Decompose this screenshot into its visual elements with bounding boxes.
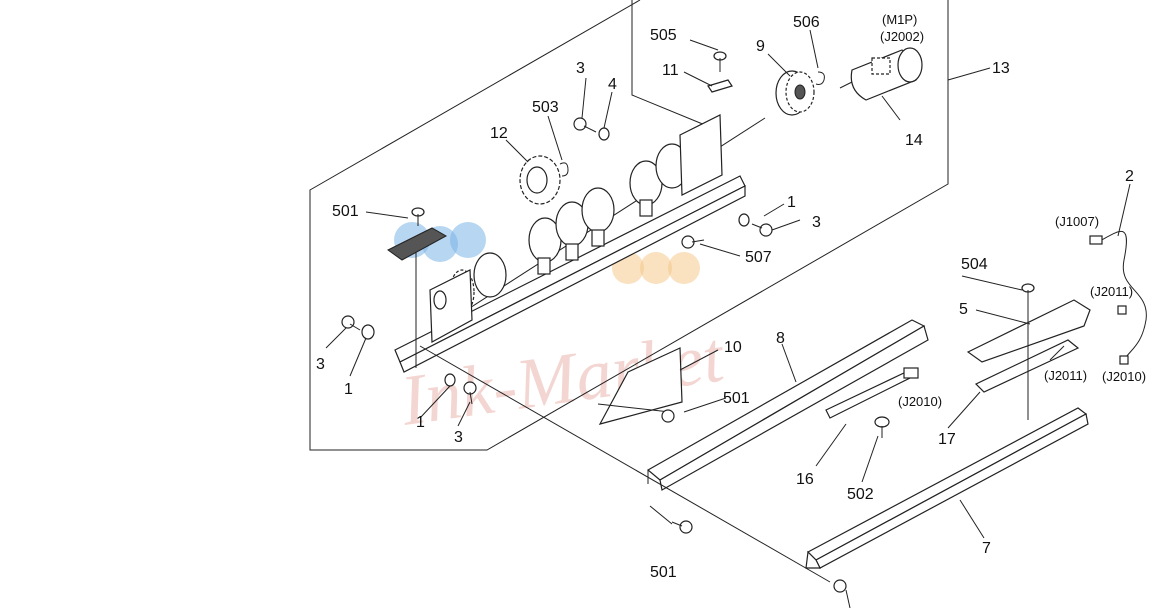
label-8: 8 (776, 330, 785, 347)
part-12-gear (519, 155, 561, 205)
frame-lines (309, 0, 991, 451)
label-3-bottom: 3 (454, 429, 463, 446)
roller-shaft-assembly (394, 114, 766, 373)
label-3-top: 3 (576, 60, 585, 77)
part-503-clip (559, 162, 569, 177)
label-16: 16 (796, 471, 814, 488)
label-11: 11 (662, 62, 679, 79)
part-7-tray (805, 407, 1089, 569)
screws-left (341, 315, 477, 405)
screw-501-bottom (649, 505, 693, 534)
label-1-bottom: 1 (416, 414, 425, 431)
screws-right (681, 213, 773, 249)
label-503: 503 (532, 99, 559, 116)
screw-505 (713, 51, 727, 72)
label-j2011-top: (J2011) (1090, 284, 1133, 299)
watermark-dot (450, 222, 486, 258)
label-505: 505 (650, 27, 677, 44)
label-14: 14 (905, 132, 923, 149)
label-13: 13 (992, 60, 1010, 77)
label-502: 502 (847, 486, 874, 503)
part-9-gear (775, 70, 815, 116)
part-11-bracket (707, 79, 733, 93)
label-j2011-mid: (J2011) (1044, 368, 1087, 383)
connector-j2010 (903, 367, 919, 379)
label-j2010-mid: (J2010) (898, 394, 942, 409)
label-j2002: (J2002) (880, 29, 924, 44)
label-1-right: 1 (787, 194, 796, 211)
label-506: 506 (793, 14, 820, 31)
label-9: 9 (756, 38, 765, 55)
label-17: 17 (938, 431, 956, 448)
screw-501-left (387, 207, 448, 368)
label-3-right: 3 (812, 214, 821, 231)
label-12: 12 (490, 125, 508, 142)
label-j2010-right: (J2010) (1102, 369, 1146, 384)
part-506-clip (815, 71, 825, 85)
label-5: 5 (959, 301, 968, 318)
label-j1007: (J1007) (1055, 214, 1099, 229)
label-10: 10 (724, 339, 742, 356)
part-17-plate (974, 339, 1080, 393)
connector-j2011 (1117, 305, 1127, 315)
screw-501-mid (661, 409, 675, 423)
label-4: 4 (608, 76, 617, 93)
watermark-dot (668, 252, 700, 284)
part-labels: 505 506 (M1P) (J2002) 9 13 11 3 4 503 12… (316, 12, 1146, 581)
label-501-left: 501 (332, 203, 359, 220)
label-1-left: 1 (344, 381, 353, 398)
label-501-mid: 501 (723, 390, 750, 407)
label-507: 507 (745, 249, 772, 266)
watermark-dot (640, 252, 672, 284)
label-m1p: (M1P) (882, 12, 917, 27)
part-2-cable (1097, 231, 1147, 361)
label-3-left: 3 (316, 356, 325, 373)
screw-bottom-right (833, 579, 847, 593)
screw-3-top (573, 117, 610, 141)
connector-j2010-b (1119, 355, 1129, 365)
part-14-motor (839, 47, 923, 101)
label-2: 2 (1125, 168, 1134, 185)
label-7: 7 (982, 540, 991, 557)
leader-lines (325, 29, 1131, 539)
connector-j1007 (1089, 235, 1103, 245)
label-501-bottom: 501 (650, 564, 677, 581)
part-5-bracket (966, 299, 1091, 363)
screw-504 (1021, 283, 1035, 304)
part-10-plate (598, 347, 683, 425)
label-504: 504 (961, 256, 988, 273)
screw-502 (874, 416, 890, 438)
